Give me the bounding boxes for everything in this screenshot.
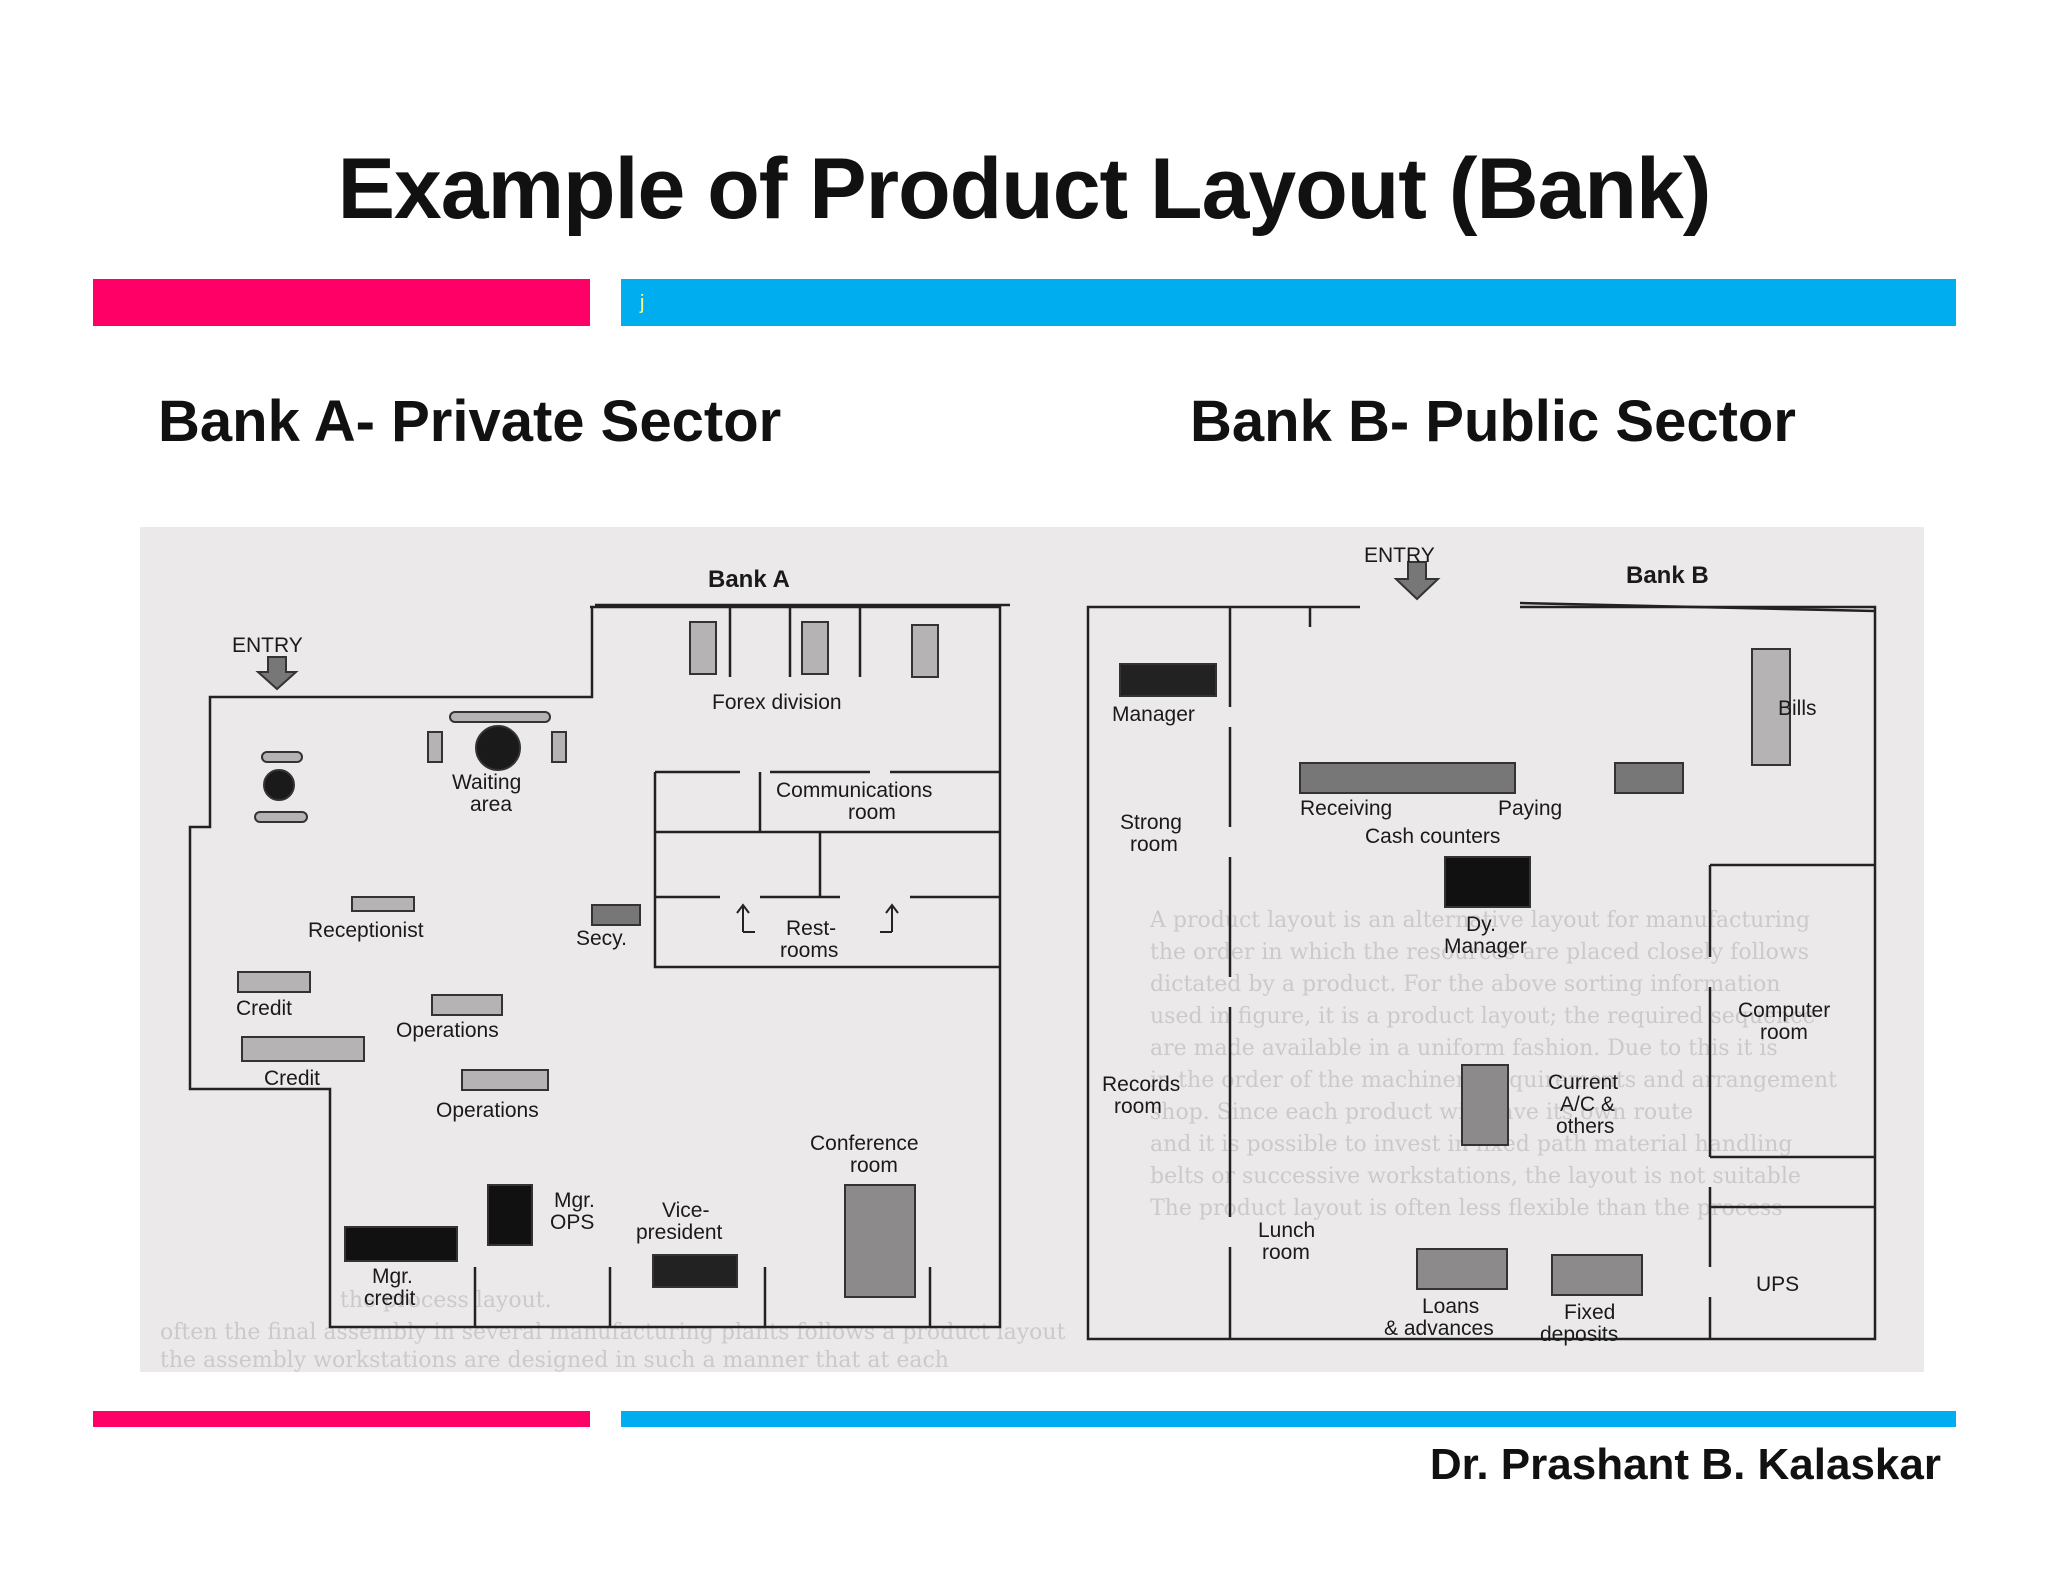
operations-label-1: Operations <box>396 1019 499 1042</box>
bank-a-entry-arrow <box>255 656 299 691</box>
mgr-ops-label-1: Mgr. <box>554 1189 595 1212</box>
manager-label: Manager <box>1112 703 1195 726</box>
waiting-label-1: Waiting <box>452 771 521 794</box>
divider-mark: j <box>640 292 645 314</box>
bank-a-plan <box>188 603 1010 1329</box>
receiving-label: Receiving <box>1300 797 1392 820</box>
restroom-arrows <box>736 903 899 933</box>
svg-text:used in figure, it is a produc: used in figure, it is a product layout; … <box>1150 1004 1816 1029</box>
ups-label: UPS <box>1756 1273 1799 1296</box>
conference-label-2: room <box>850 1154 898 1177</box>
bank-a-entry-label: ENTRY <box>232 634 303 657</box>
pink-divider-bottom <box>93 1411 590 1427</box>
fixed-label-1: Fixed <box>1564 1301 1615 1324</box>
credit-label-2: Credit <box>264 1067 320 1090</box>
comm-label-2: room <box>848 801 896 824</box>
bank-a-labels: Bank A ENTRY Forex division Waiting area… <box>232 566 932 1310</box>
receptionist-label: Receptionist <box>308 919 424 942</box>
bank-b-entry-arrow <box>1393 561 1441 601</box>
strong-label-1: Strong <box>1120 811 1182 834</box>
svg-text:the process layout.: the process layout. <box>340 1288 552 1313</box>
svg-text:belts or successive workstatio: belts or successive workstations, the la… <box>1150 1164 1801 1189</box>
bank-a-outer-wall <box>188 605 1002 1329</box>
mgr-credit-label-2: credit <box>364 1287 416 1310</box>
slide-title: Example of Product Layout (Bank) <box>337 141 1712 237</box>
current-label-1: Current <box>1548 1071 1618 1094</box>
operations-label-2: Operations <box>436 1099 539 1122</box>
bank-b-title: Bank B <box>1626 562 1709 589</box>
bank-a-furniture <box>237 621 939 1298</box>
lunch-label-1: Lunch <box>1258 1219 1315 1242</box>
rest-label-1: Rest- <box>786 917 836 940</box>
bank-a-title: Bank A <box>708 566 790 593</box>
fixed-label-2: deposits <box>1540 1323 1618 1346</box>
strong-label-2: room <box>1130 833 1178 856</box>
bank-b-labels: ENTRY Bank B Manager Bills Strong room R… <box>1102 544 1830 1346</box>
current-label-2: A/C & <box>1560 1093 1615 1116</box>
cash-counters-label: Cash counters <box>1365 825 1500 848</box>
rest-label-2: rooms <box>780 939 838 962</box>
computer-label-2: room <box>1760 1021 1808 1044</box>
bank-a-heading: Bank A- Private Sector <box>158 389 782 454</box>
dy-manager-label-1: Dy. <box>1466 913 1496 936</box>
floor-plan-image: A product layout is an alternative layou… <box>140 527 1924 1372</box>
bank-b-entry-label: ENTRY <box>1364 544 1435 567</box>
dy-manager-label-2: Manager <box>1444 935 1527 958</box>
bank-b-heading: Bank B- Public Sector <box>1190 389 1796 454</box>
bills-label: Bills <box>1778 697 1817 720</box>
bank-b-plan <box>1086 601 1877 1341</box>
svg-text:the order in which the resourc: the order in which the resources are pla… <box>1150 940 1809 965</box>
paying-label: Paying <box>1498 797 1562 820</box>
loans-label-1: Loans <box>1422 1295 1479 1318</box>
credit-label-1: Credit <box>236 997 292 1020</box>
computer-label-1: Computer <box>1738 999 1830 1022</box>
svg-text:shop. Since each product will: shop. Since each product will have its o… <box>1150 1100 1693 1125</box>
svg-text:The product layout is often le: The product layout is often less flexibl… <box>1150 1196 1783 1221</box>
mgr-ops-label-2: OPS <box>550 1211 594 1234</box>
current-label-3: others <box>1556 1115 1614 1138</box>
records-label-1: Records <box>1102 1073 1180 1096</box>
blue-divider-top <box>621 279 1956 326</box>
waiting-label-2: area <box>470 793 512 816</box>
vp-label-1: Vice- <box>662 1199 709 1222</box>
svg-text:often the final assembly in se: often the final assembly in several manu… <box>160 1320 1066 1345</box>
conference-label-1: Conference <box>810 1132 919 1155</box>
mgr-credit-label-1: Mgr. <box>372 1265 413 1288</box>
records-label-2: room <box>1114 1095 1162 1118</box>
floor-plan-diagram: A product layout is an alternative layou… <box>160 544 1877 1372</box>
svg-text:the assembly workstations are: the assembly workstations are designed i… <box>160 1348 949 1372</box>
comm-label-1: Communications <box>776 779 932 802</box>
blue-divider-bottom <box>621 1411 1956 1427</box>
bleed-through-texture: A product layout is an alternative layou… <box>160 908 1837 1372</box>
pink-divider-top <box>93 279 590 326</box>
bank-b-furniture <box>1119 648 1791 1296</box>
lunch-label-2: room <box>1262 1241 1310 1264</box>
bank-b-outer-wall <box>1086 605 1877 1341</box>
vp-label-2: president <box>636 1221 723 1244</box>
svg-text:A product layout is an alterna: A product layout is an alternative layou… <box>1149 908 1810 933</box>
loans-label-2: & advances <box>1384 1317 1494 1340</box>
forex-label: Forex division <box>712 691 842 714</box>
author-name: Dr. Prashant B. Kalaskar <box>1429 1440 1941 1489</box>
svg-text:are made available in a unifor: are made available in a uniform fashion.… <box>1150 1036 1778 1061</box>
secy-label: Secy. <box>576 927 627 950</box>
svg-text:dictated by a product. For the: dictated by a product. For the above sor… <box>1150 972 1780 997</box>
